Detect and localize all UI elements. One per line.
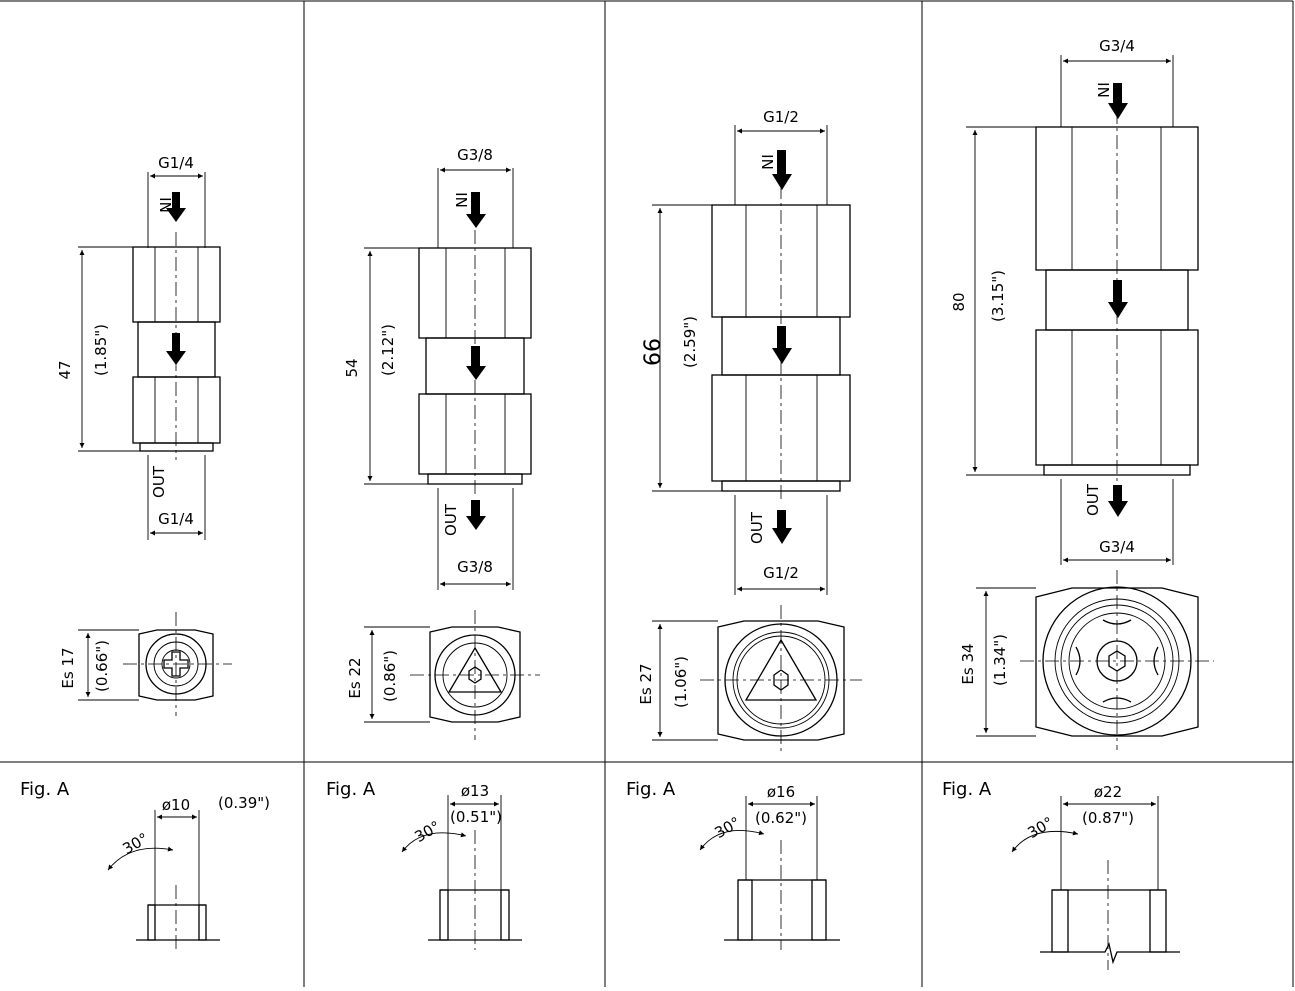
hex-size-mm: Es 22 (346, 657, 364, 698)
outlet-thread-label: G3/8 (457, 558, 493, 576)
length-mm: 66 (641, 338, 666, 366)
hex-size-mm: Es 27 (637, 663, 655, 704)
in-label: IN (758, 154, 776, 170)
hex-size-in: (0.66") (93, 640, 111, 692)
flow-arrow-icon (466, 500, 486, 530)
valve-column-1: G1/4 IN 47 (1.85") OUT G1/4 (20, 154, 270, 950)
flow-arrow-icon (772, 326, 792, 364)
length-mm: 80 (950, 292, 968, 311)
valve-column-2: G3/8 IN 54 (2.12") OUT G3/8 Es 22 (326, 146, 540, 950)
length-in: (2.12") (379, 324, 397, 376)
fig-diameter-in: (0.62") (755, 809, 807, 827)
flow-arrow-icon (466, 346, 486, 380)
fig-a-label: Fig. A (626, 779, 676, 800)
inlet-thread-label: G3/8 (457, 146, 493, 164)
outlet-thread-label: G3/4 (1099, 538, 1135, 556)
chamfer-angle: 30° (711, 813, 743, 842)
flow-arrow-icon (166, 192, 186, 222)
length-in: (2.59") (681, 316, 699, 368)
valve-column-4: G3/4 IN 80 (3.15") OUT G3/4 (942, 37, 1214, 970)
fig-diameter-in: (0.87") (1082, 809, 1134, 827)
chamfer-angle: 30° (119, 829, 151, 858)
fig-a-label: Fig. A (942, 779, 992, 800)
length-in: (1.85") (92, 324, 110, 376)
hex-size-mm: Es 17 (59, 647, 77, 688)
length-mm: 54 (343, 358, 361, 377)
flow-arrow-icon (466, 192, 486, 228)
hex-size-in: (1.34") (991, 634, 1009, 686)
chamfer-angle: 30° (411, 817, 443, 846)
fig-a-label: Fig. A (326, 779, 376, 800)
inlet-thread-label: G1/2 (763, 108, 799, 126)
out-label: OUT (748, 511, 766, 544)
fig-diameter: ø10 (162, 796, 190, 814)
out-label: OUT (150, 465, 168, 498)
length-in: (3.15") (989, 270, 1007, 322)
cross-pattern (163, 651, 189, 677)
flow-arrow-icon (1108, 485, 1128, 517)
flow-arrow-icon (166, 333, 186, 365)
valve-column-3: G1/2 IN 66 (2.59") OUT G1/2 Es (626, 108, 862, 950)
fig-a-label: Fig. A (20, 779, 70, 800)
hex-size-in: (0.86") (381, 650, 399, 702)
flow-arrow-icon (772, 510, 792, 544)
fig-diameter: ø16 (767, 783, 795, 801)
length-mm: 47 (56, 360, 74, 379)
inlet-thread-label: G1/4 (158, 154, 194, 172)
outlet-thread-label: G1/2 (763, 564, 799, 582)
fig-diameter-in: (0.39") (218, 794, 270, 812)
flow-arrow-icon (1108, 280, 1128, 318)
hex-size-mm: Es 34 (959, 643, 977, 684)
fig-diameter-in: (0.51") (450, 808, 502, 826)
fig-diameter: ø22 (1094, 783, 1122, 801)
out-label: OUT (442, 503, 460, 536)
inlet-thread-label: G3/4 (1099, 37, 1135, 55)
fig-diameter: ø13 (461, 782, 489, 800)
in-label: IN (452, 192, 470, 208)
outlet-thread-label: G1/4 (158, 510, 194, 528)
in-label: IN (1094, 82, 1112, 98)
hex-size-in: (1.06") (672, 656, 690, 708)
flow-arrow-icon (1108, 83, 1128, 119)
flow-arrow-icon (772, 150, 792, 190)
chamfer-angle: 30° (1024, 813, 1056, 842)
out-label: OUT (1084, 483, 1102, 516)
